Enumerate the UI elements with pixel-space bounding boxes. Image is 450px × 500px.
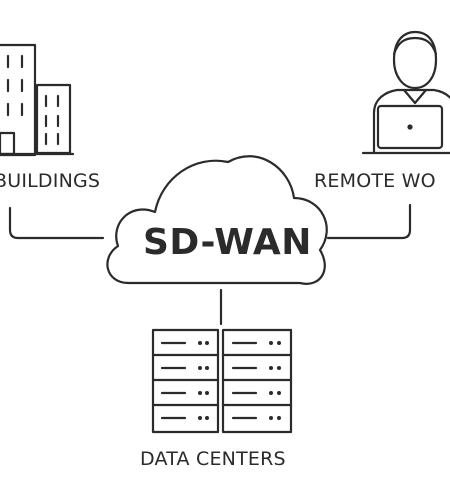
server-rack-icon: [151, 328, 293, 434]
cloud-icon: [106, 155, 328, 285]
connector-buildings: [8, 206, 105, 240]
connector-remote-workers: [326, 203, 412, 240]
sdwan-label: SD-WAN: [143, 222, 312, 263]
remote-workers-label: REMOTE WO: [314, 170, 436, 192]
remote-worker-icon: [361, 30, 450, 155]
building-icon: [0, 43, 75, 157]
buildings-label: BUILDINGS: [0, 170, 101, 192]
data-centers-label: DATA CENTERS: [140, 448, 286, 470]
